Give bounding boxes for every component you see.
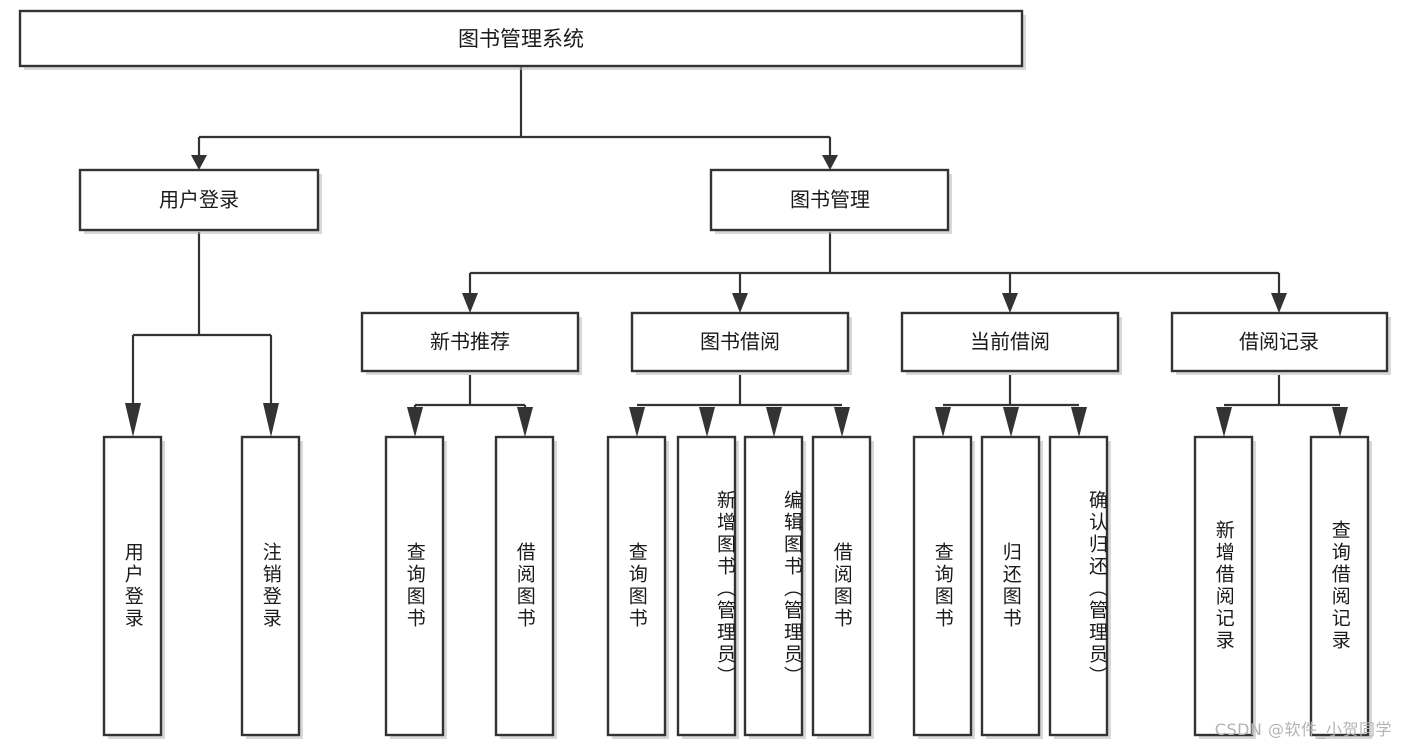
connector-layer <box>125 66 1348 437</box>
arrow-borrowrecord <box>1271 293 1287 313</box>
arrow-borrowrecord-leaf1 <box>1216 407 1232 437</box>
node-当前借阅[interactable]: 当前借阅 <box>900 311 1122 375</box>
leaf-rect-add-book[interactable] <box>676 435 737 737</box>
arrow-currentborrow-leaf1 <box>935 407 951 437</box>
node-用户登录[interactable]: 用户登录 <box>78 168 322 234</box>
arrow-currentborrow-leaf3 <box>1071 407 1087 437</box>
leaf-rect-confirm-return[interactable] <box>1048 435 1109 737</box>
arrow-newbook <box>462 293 478 313</box>
node-借阅记录[interactable]: 借阅记录 <box>1170 311 1391 375</box>
node-label: 图书管理系统 <box>458 27 584 51</box>
arrow-currentborrow-leaf2 <box>1003 407 1019 437</box>
node-label: 借阅记录 <box>1239 330 1319 354</box>
arrow-newbook-leaf1 <box>407 407 423 437</box>
node-rect <box>900 311 1120 373</box>
arrow-book-mgmt <box>822 155 838 170</box>
leaf-rect-query-book-c[interactable] <box>912 435 973 737</box>
node-图书管理[interactable]: 图书管理 <box>709 168 952 234</box>
node-图书借阅[interactable]: 图书借阅 <box>630 311 852 375</box>
leaf-rect-query-book-a[interactable] <box>384 435 445 737</box>
arrow-bookborrow <box>732 293 748 313</box>
node-rect <box>360 311 580 373</box>
node-label: 图书借阅 <box>700 330 780 354</box>
arrow-leaf-logout <box>263 403 279 437</box>
arrow-borrowrecord-leaf2 <box>1332 407 1348 437</box>
node-rect <box>709 168 950 232</box>
leaf-rect-edit-book[interactable] <box>743 435 804 737</box>
node-label: 当前借阅 <box>970 330 1050 354</box>
leaf-rect-add-record[interactable] <box>1193 435 1254 737</box>
arrow-bookborrow-leaf2 <box>699 407 715 437</box>
csdn-watermark: CSDN @软件_小贺同学 <box>1214 720 1392 739</box>
arrow-currentborrow <box>1002 293 1018 313</box>
leaf-rect-user-login[interactable] <box>102 435 163 737</box>
node-新书推荐[interactable]: 新书推荐 <box>360 311 582 375</box>
arrow-bookborrow-leaf3 <box>766 407 782 437</box>
node-rect <box>630 311 850 373</box>
arrow-bookborrow-leaf1 <box>629 407 645 437</box>
leaf-rect-query-book-b[interactable] <box>606 435 667 737</box>
arrow-newbook-leaf2 <box>517 407 533 437</box>
leaf-rect-borrow-book-b[interactable] <box>811 435 872 737</box>
node-rect <box>1170 311 1389 373</box>
node-rect <box>78 168 320 232</box>
arrow-user-login <box>191 155 207 170</box>
leaf-rect-logout[interactable] <box>240 435 301 737</box>
node-rect <box>18 9 1024 68</box>
node-title-图书管理系统[interactable]: 图书管理系统 <box>18 9 1026 70</box>
leaf-rect-return-book[interactable] <box>980 435 1041 737</box>
node-label: 图书管理 <box>790 188 870 212</box>
arrow-bookborrow-leaf4 <box>834 407 850 437</box>
node-label: 用户登录 <box>159 188 239 212</box>
leaf-rect-borrow-book-a[interactable] <box>494 435 555 737</box>
node-label: 新书推荐 <box>430 330 510 354</box>
arrow-leaf-user-login <box>125 403 141 437</box>
leaf-rect-query-record[interactable] <box>1309 435 1370 737</box>
leaf-boxes-layer <box>102 435 1372 739</box>
